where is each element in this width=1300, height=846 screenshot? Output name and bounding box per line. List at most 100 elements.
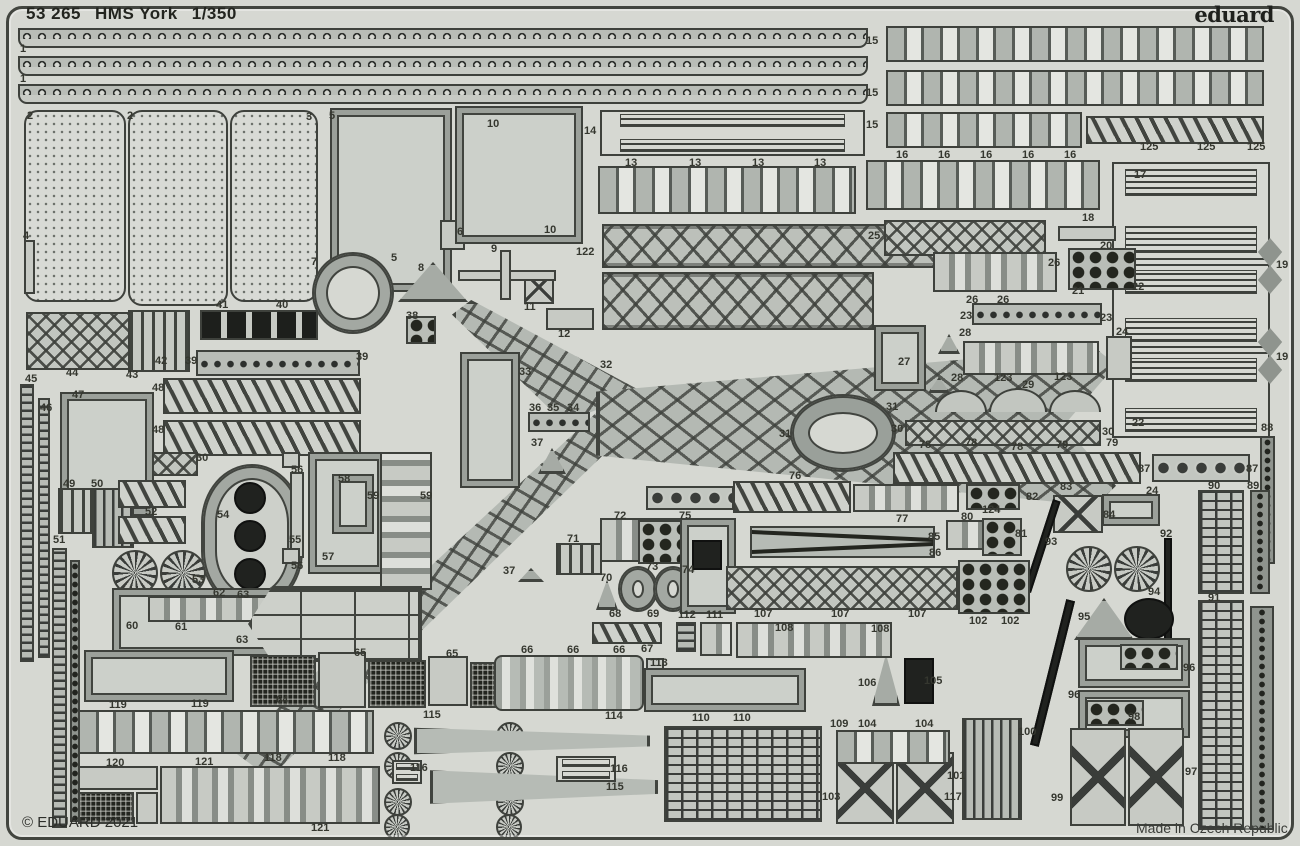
part-shape-zig — [1086, 116, 1264, 144]
part-number-label: 46 — [40, 402, 53, 414]
part-number-label: 64 — [276, 694, 289, 706]
part-shape-xbox — [1128, 728, 1184, 826]
part-number-label: 109 — [830, 718, 849, 730]
part-number-label: 86 — [929, 547, 942, 559]
part-shape-frame — [460, 352, 520, 488]
part-shape-zig — [163, 378, 361, 414]
part-number-label: 116 — [610, 763, 628, 775]
part-number-label: 115 — [423, 709, 441, 721]
part-shape-darkgrid — [250, 655, 316, 707]
part-number-label: 94 — [1148, 586, 1161, 598]
part-shape-lattice — [152, 452, 198, 476]
part-shape-truss — [602, 224, 938, 268]
part-number-label: 39 — [185, 355, 198, 367]
part-number-label: 73 — [646, 561, 659, 573]
part-number-label: 3 — [306, 111, 313, 123]
part-number-label: 16 — [1022, 149, 1035, 161]
part-number-label: 95 — [1078, 611, 1091, 623]
part-shape-ladder — [38, 398, 50, 658]
part-shape-chain-v — [1250, 490, 1270, 594]
part-number-label: 5 — [329, 110, 336, 122]
part-shape-blocks — [963, 341, 1099, 375]
part-shape-tri — [938, 334, 960, 354]
part-shape-floats — [78, 710, 374, 754]
part-number-label: 26 — [1048, 257, 1061, 269]
part-number-label: 37 — [503, 565, 516, 577]
part-number-label: 72 — [614, 510, 627, 522]
part-number-label: 99 — [1051, 792, 1064, 804]
part-number-label: 87 — [1138, 463, 1151, 475]
part-number-label: 16 — [980, 149, 993, 161]
part-shape-grille-panel — [1112, 352, 1270, 438]
part-number-label: 30 — [891, 423, 904, 435]
part-number-label: 85 — [928, 531, 941, 543]
part-shape-slats — [58, 488, 92, 534]
part-number-label: 28 — [951, 372, 964, 384]
part-number-label: 10 — [487, 118, 500, 130]
part-number-label: 88 — [1261, 422, 1274, 434]
part-number-label: 41 — [216, 299, 229, 311]
part-number-label: 26 — [997, 294, 1010, 306]
part-shape-dark — [904, 658, 934, 704]
part-number-label: 119 — [191, 698, 209, 710]
part-number-label: 87 — [1246, 463, 1259, 475]
part-shape-xbox — [1070, 728, 1126, 826]
part-number-label: 69 — [647, 608, 660, 620]
made-in-text: Made in Czech Republic — [1136, 820, 1288, 836]
part-shape-tri — [518, 568, 544, 582]
part-number-label: 105 — [924, 675, 943, 687]
part-shape-chain — [972, 303, 1102, 325]
part-number-label: 78 — [1011, 441, 1024, 453]
part-number-label: 54 — [217, 509, 230, 521]
part-shape-deck — [128, 110, 228, 306]
part-shape-zig — [163, 420, 361, 456]
part-number-label: 52 — [145, 506, 158, 518]
part-shape-ladder-v3 — [1198, 490, 1244, 594]
part-number-label: 15 — [866, 35, 879, 47]
part-number-label: 22 — [1132, 281, 1145, 293]
part-number-label: 55 — [289, 534, 302, 546]
sheet-title-catalog: 53 265 — [26, 4, 81, 23]
part-shape-panel — [428, 656, 468, 706]
part-number-label: 51 — [53, 534, 66, 546]
part-shape-floats — [836, 730, 950, 764]
part-shape-blocks — [853, 484, 959, 512]
part-number-label: 108 — [775, 622, 794, 634]
part-number-label: 60 — [126, 620, 139, 632]
part-number-label: 37 — [531, 437, 544, 449]
part-number-label: 19 — [1276, 351, 1289, 363]
part-shape-frame — [455, 106, 583, 244]
sheet-title-scale: 1/350 — [191, 4, 237, 23]
part-shape-truss — [602, 272, 874, 330]
part-shape-rail — [18, 56, 868, 76]
part-number-label: 108 — [871, 623, 890, 635]
part-number-label: 24 — [1146, 485, 1159, 497]
part-number-label: 104 — [858, 718, 877, 730]
part-number-label: 36 — [529, 402, 542, 414]
part-shape-grille-panel — [556, 756, 616, 782]
brand-logo: eduard — [1194, 2, 1274, 27]
part-shape-floats — [886, 112, 1082, 148]
part-number-label: 125 — [1247, 141, 1266, 153]
part-number-label: 65 — [446, 648, 459, 660]
part-number-label: 83 — [1060, 481, 1073, 493]
part-number-label: 25 — [868, 230, 881, 242]
part-number-label: 110 — [733, 712, 751, 724]
part-shape-panel — [136, 792, 158, 824]
part-shape-fan — [496, 814, 522, 840]
part-number-label: 24 — [1116, 326, 1129, 338]
part-number-label: 16 — [938, 149, 951, 161]
part-shape-ladder-v3 — [1198, 600, 1244, 830]
part-number-label: 27 — [898, 356, 911, 368]
part-number-label: 93 — [1045, 536, 1058, 548]
part-shape-blades — [750, 526, 935, 558]
part-shape-blocks — [160, 766, 380, 824]
part-number-label: 53 — [192, 574, 205, 586]
part-shape-grill-v — [962, 718, 1022, 820]
sheet-title-name: HMS York — [95, 4, 178, 23]
part-shape-grille-panel — [392, 760, 422, 784]
part-number-label: 28 — [959, 327, 972, 339]
part-number-label: 100 — [1018, 726, 1037, 738]
part-number-label: 26 — [966, 294, 979, 306]
